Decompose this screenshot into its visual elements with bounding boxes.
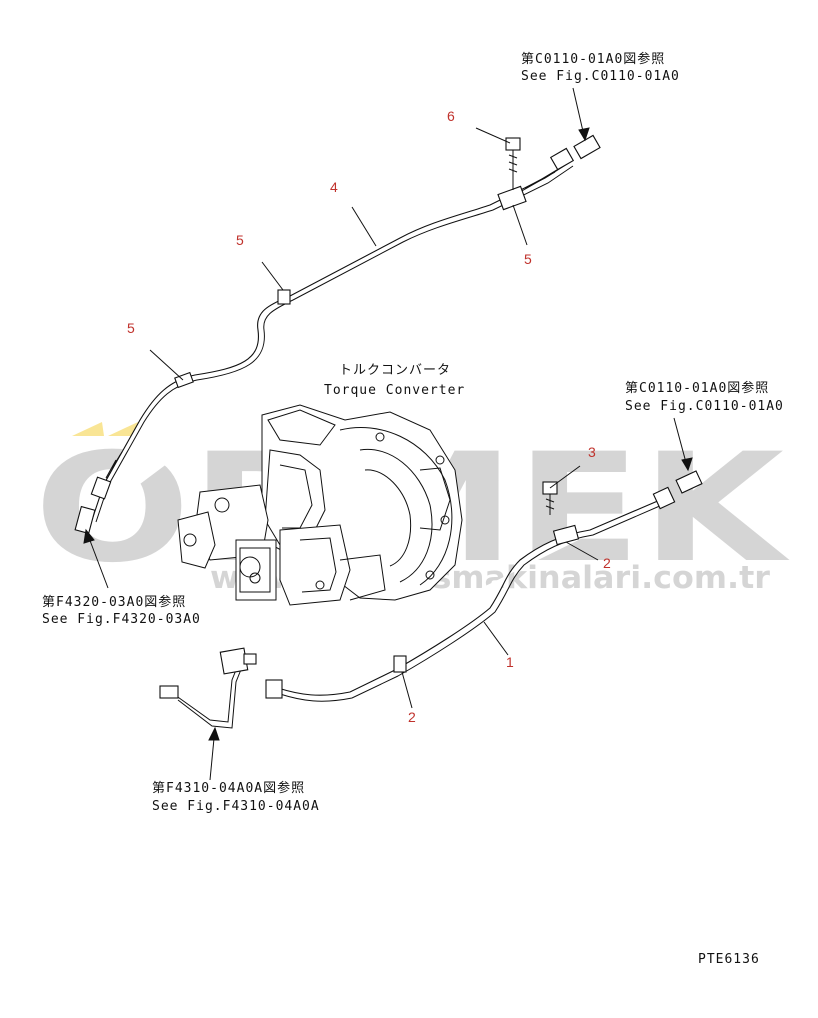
callout-2-right: 2 [603, 555, 611, 571]
callout-6: 6 [447, 108, 455, 124]
ref-left-en: See Fig.F4320-03A0 [42, 612, 201, 627]
callouts: 6 4 5 5 5 3 2 1 2 [127, 108, 611, 725]
figure-id: PTE6136 [698, 952, 760, 967]
leader-lines [83, 87, 693, 781]
hose-4 [74, 134, 601, 535]
callout-2-bottom: 2 [408, 709, 416, 725]
ref-top-right-en: See Fig.C0110-01A0 [521, 69, 680, 84]
reference-labels: 第C0110-01A0図参照 See Fig.C0110-01A0 トルクコンバ… [42, 51, 784, 967]
callout-5-upper: 5 [236, 232, 244, 248]
callout-4: 4 [330, 179, 338, 195]
watermark-accent-shape [72, 422, 104, 436]
wire-harness [159, 647, 257, 729]
callout-1: 1 [506, 654, 514, 670]
callout-3: 3 [588, 444, 596, 460]
ref-top-right-jp: 第C0110-01A0図参照 [521, 51, 665, 67]
section-title-en: Torque Converter [324, 383, 465, 398]
ref-bottom-en: See Fig.F4310-04A0A [152, 799, 320, 814]
ref-bottom-jp: 第F4310-04A0A図参照 [152, 780, 305, 796]
watermark-accent-shape [108, 422, 140, 436]
ref-mid-right-en: See Fig.C0110-01A0 [625, 399, 784, 414]
section-title-jp: トルクコンバータ [339, 363, 451, 378]
ref-mid-right-jp: 第C0110-01A0図参照 [625, 380, 769, 396]
torque-converter-drawing [177, 404, 463, 606]
ref-left-jp: 第F4320-03A0図参照 [42, 594, 186, 610]
callout-5-left: 5 [127, 320, 135, 336]
hose-1 [265, 470, 703, 702]
callout-5-right: 5 [524, 251, 532, 267]
